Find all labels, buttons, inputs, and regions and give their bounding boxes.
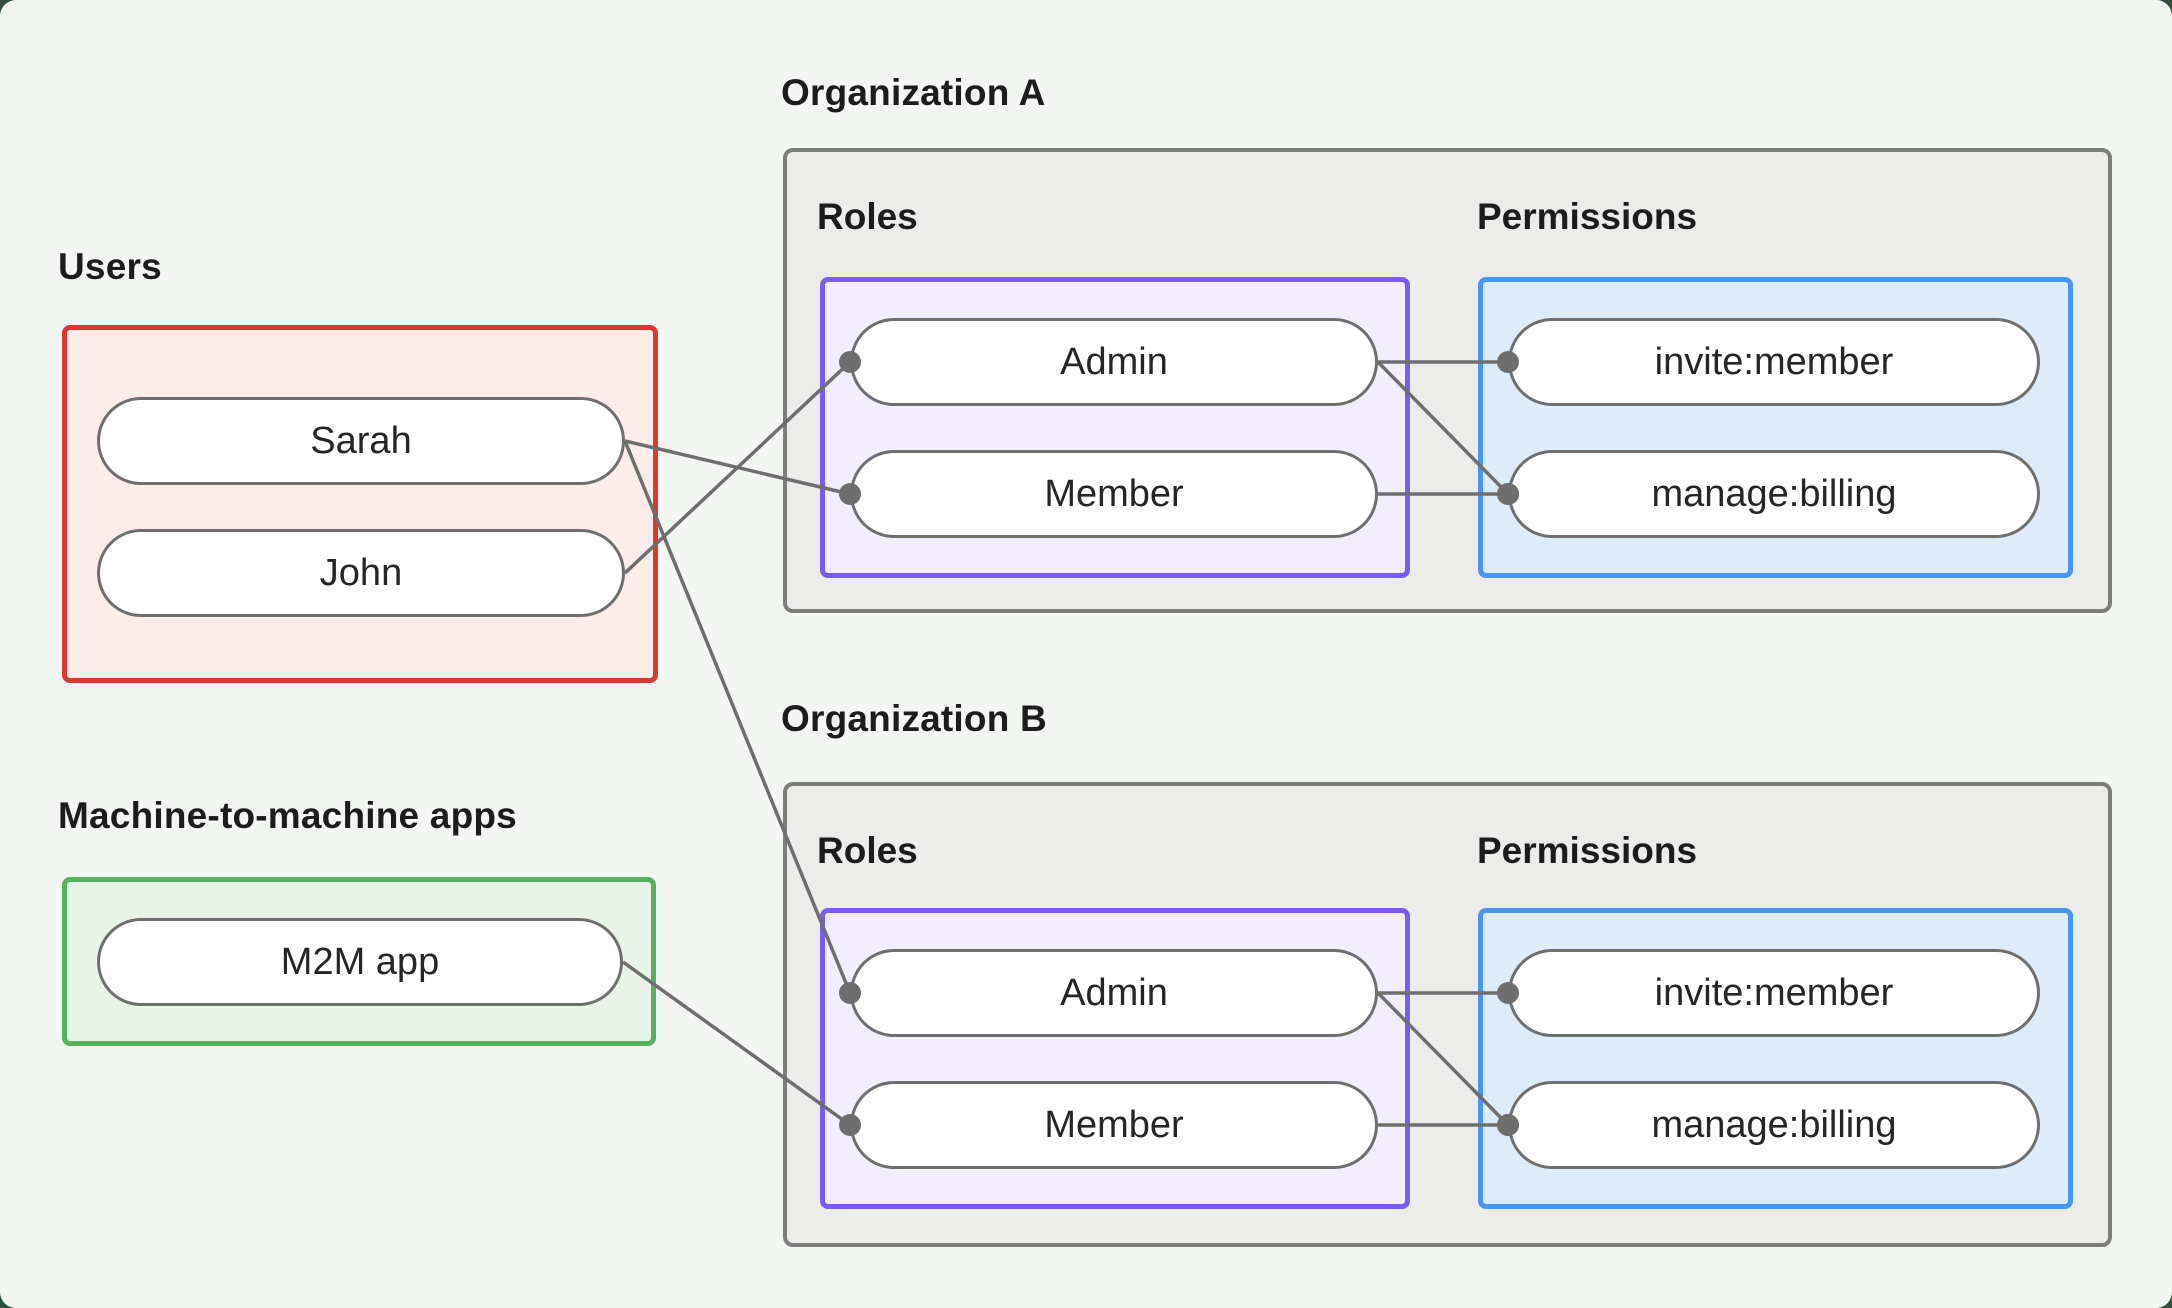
org-b-roles-label: Roles (817, 830, 918, 871)
permission-node-invite-member: invite:member (1508, 949, 2040, 1037)
m2m-node-label: M2M app (280, 940, 440, 983)
permission-node-manage-billing: manage:billing (1508, 1081, 2040, 1169)
users-section-title: Users (58, 246, 162, 287)
user-node-sarah: Sarah (97, 397, 625, 485)
role-node-admin: Admin (850, 318, 1378, 406)
org-a-permissions-box: invite:member manage:billing (1478, 277, 2073, 578)
org-a-box: Roles Permissions Admin Member invite:me… (783, 148, 2112, 613)
role-node-label: Admin (1060, 340, 1168, 383)
m2m-section-title: Machine-to-machine apps (58, 795, 517, 836)
user-node-label: Sarah (310, 419, 412, 462)
org-a-roles-box: Admin Member (820, 277, 1410, 578)
role-node-label: Admin (1060, 971, 1168, 1014)
org-a-permissions-label: Permissions (1477, 196, 1698, 237)
org-a-roles-label: Roles (817, 196, 918, 237)
role-node-member: Member (850, 1081, 1378, 1169)
permission-node-label: invite:member (1654, 971, 1894, 1014)
permission-node-label: manage:billing (1651, 1103, 1897, 1146)
role-node-label: Member (1044, 1103, 1184, 1146)
permission-node-label: manage:billing (1651, 472, 1897, 515)
org-b-title: Organization B (781, 698, 1047, 739)
org-b-permissions-label: Permissions (1477, 830, 1698, 871)
permission-node-label: invite:member (1654, 340, 1894, 383)
permission-node-manage-billing: manage:billing (1508, 450, 2040, 538)
m2m-group-box: M2M app (62, 877, 656, 1046)
role-node-member: Member (850, 450, 1378, 538)
user-node-label: John (319, 551, 403, 594)
org-b-permissions-box: invite:member manage:billing (1478, 908, 2073, 1209)
role-node-admin: Admin (850, 949, 1378, 1037)
user-node-john: John (97, 529, 625, 617)
role-node-label: Member (1044, 472, 1184, 515)
users-group-box: Sarah John (62, 325, 658, 683)
org-b-box: Roles Permissions Admin Member invite:me… (783, 782, 2112, 1247)
org-b-roles-box: Admin Member (820, 908, 1410, 1209)
m2m-app-node: M2M app (97, 918, 623, 1006)
org-a-title: Organization A (781, 72, 1046, 113)
permission-node-invite-member: invite:member (1508, 318, 2040, 406)
